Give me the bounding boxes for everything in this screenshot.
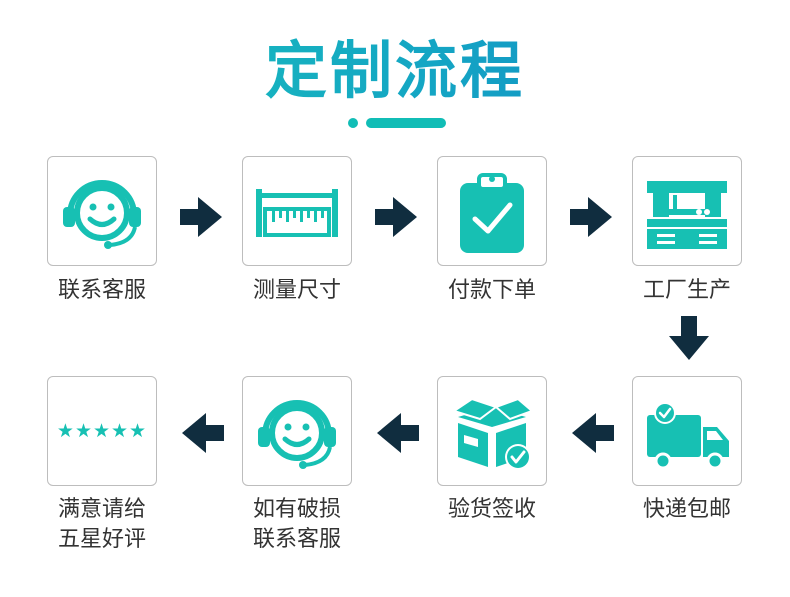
step-card-pay-order [437, 156, 547, 266]
step-card-factory-production [632, 156, 742, 266]
five-stars-icon: ★★★★★ [56, 420, 148, 442]
arrow-right-icon [570, 197, 612, 237]
step-label-measure-size: 测量尺寸 [252, 278, 341, 303]
label-line: 联系客服 [252, 527, 341, 552]
package-check-icon [451, 397, 534, 470]
label-line: 五星好评 [57, 527, 146, 552]
step-card-inspect-sign [437, 376, 547, 486]
factory-machine-icon [647, 181, 727, 249]
arrow-left-icon [572, 413, 614, 453]
step-label-damage-contact: 如有破损 联系客服 [212, 495, 382, 555]
step-label-pay-order: 付款下单 [447, 278, 536, 303]
delivery-truck-icon [647, 402, 729, 470]
title-decoration-dot [348, 118, 358, 128]
step-label-free-shipping: 快递包邮 [642, 497, 731, 522]
step-label-factory-production: 工厂生产 [642, 278, 731, 303]
label-line: 满意请给 [57, 497, 146, 522]
arrow-right-icon [375, 197, 417, 237]
clipboard-check-icon [460, 173, 524, 253]
headset-smiley-icon [258, 400, 336, 469]
arrow-right-icon [180, 197, 222, 237]
step-card-five-star-review: ★★★★★ [47, 376, 157, 486]
step-card-measure-size [242, 156, 352, 266]
title-decoration-bar [366, 118, 446, 128]
page-title: 定制流程 [0, 32, 790, 110]
step-card-free-shipping [632, 376, 742, 486]
arrow-left-icon [182, 413, 224, 453]
arrow-down-icon [669, 316, 709, 360]
step-label-five-star-review: 满意请给 五星好评 [17, 495, 187, 555]
step-label-inspect-sign: 验货签收 [447, 497, 536, 522]
label-line: 如有破损 [252, 497, 341, 522]
headset-smiley-icon [63, 180, 141, 249]
step-card-damage-contact [242, 376, 352, 486]
step-label-contact-service: 联系客服 [57, 278, 146, 303]
arrow-left-icon [377, 413, 419, 453]
step-card-contact-service [47, 156, 157, 266]
ruler-icon [256, 189, 338, 237]
